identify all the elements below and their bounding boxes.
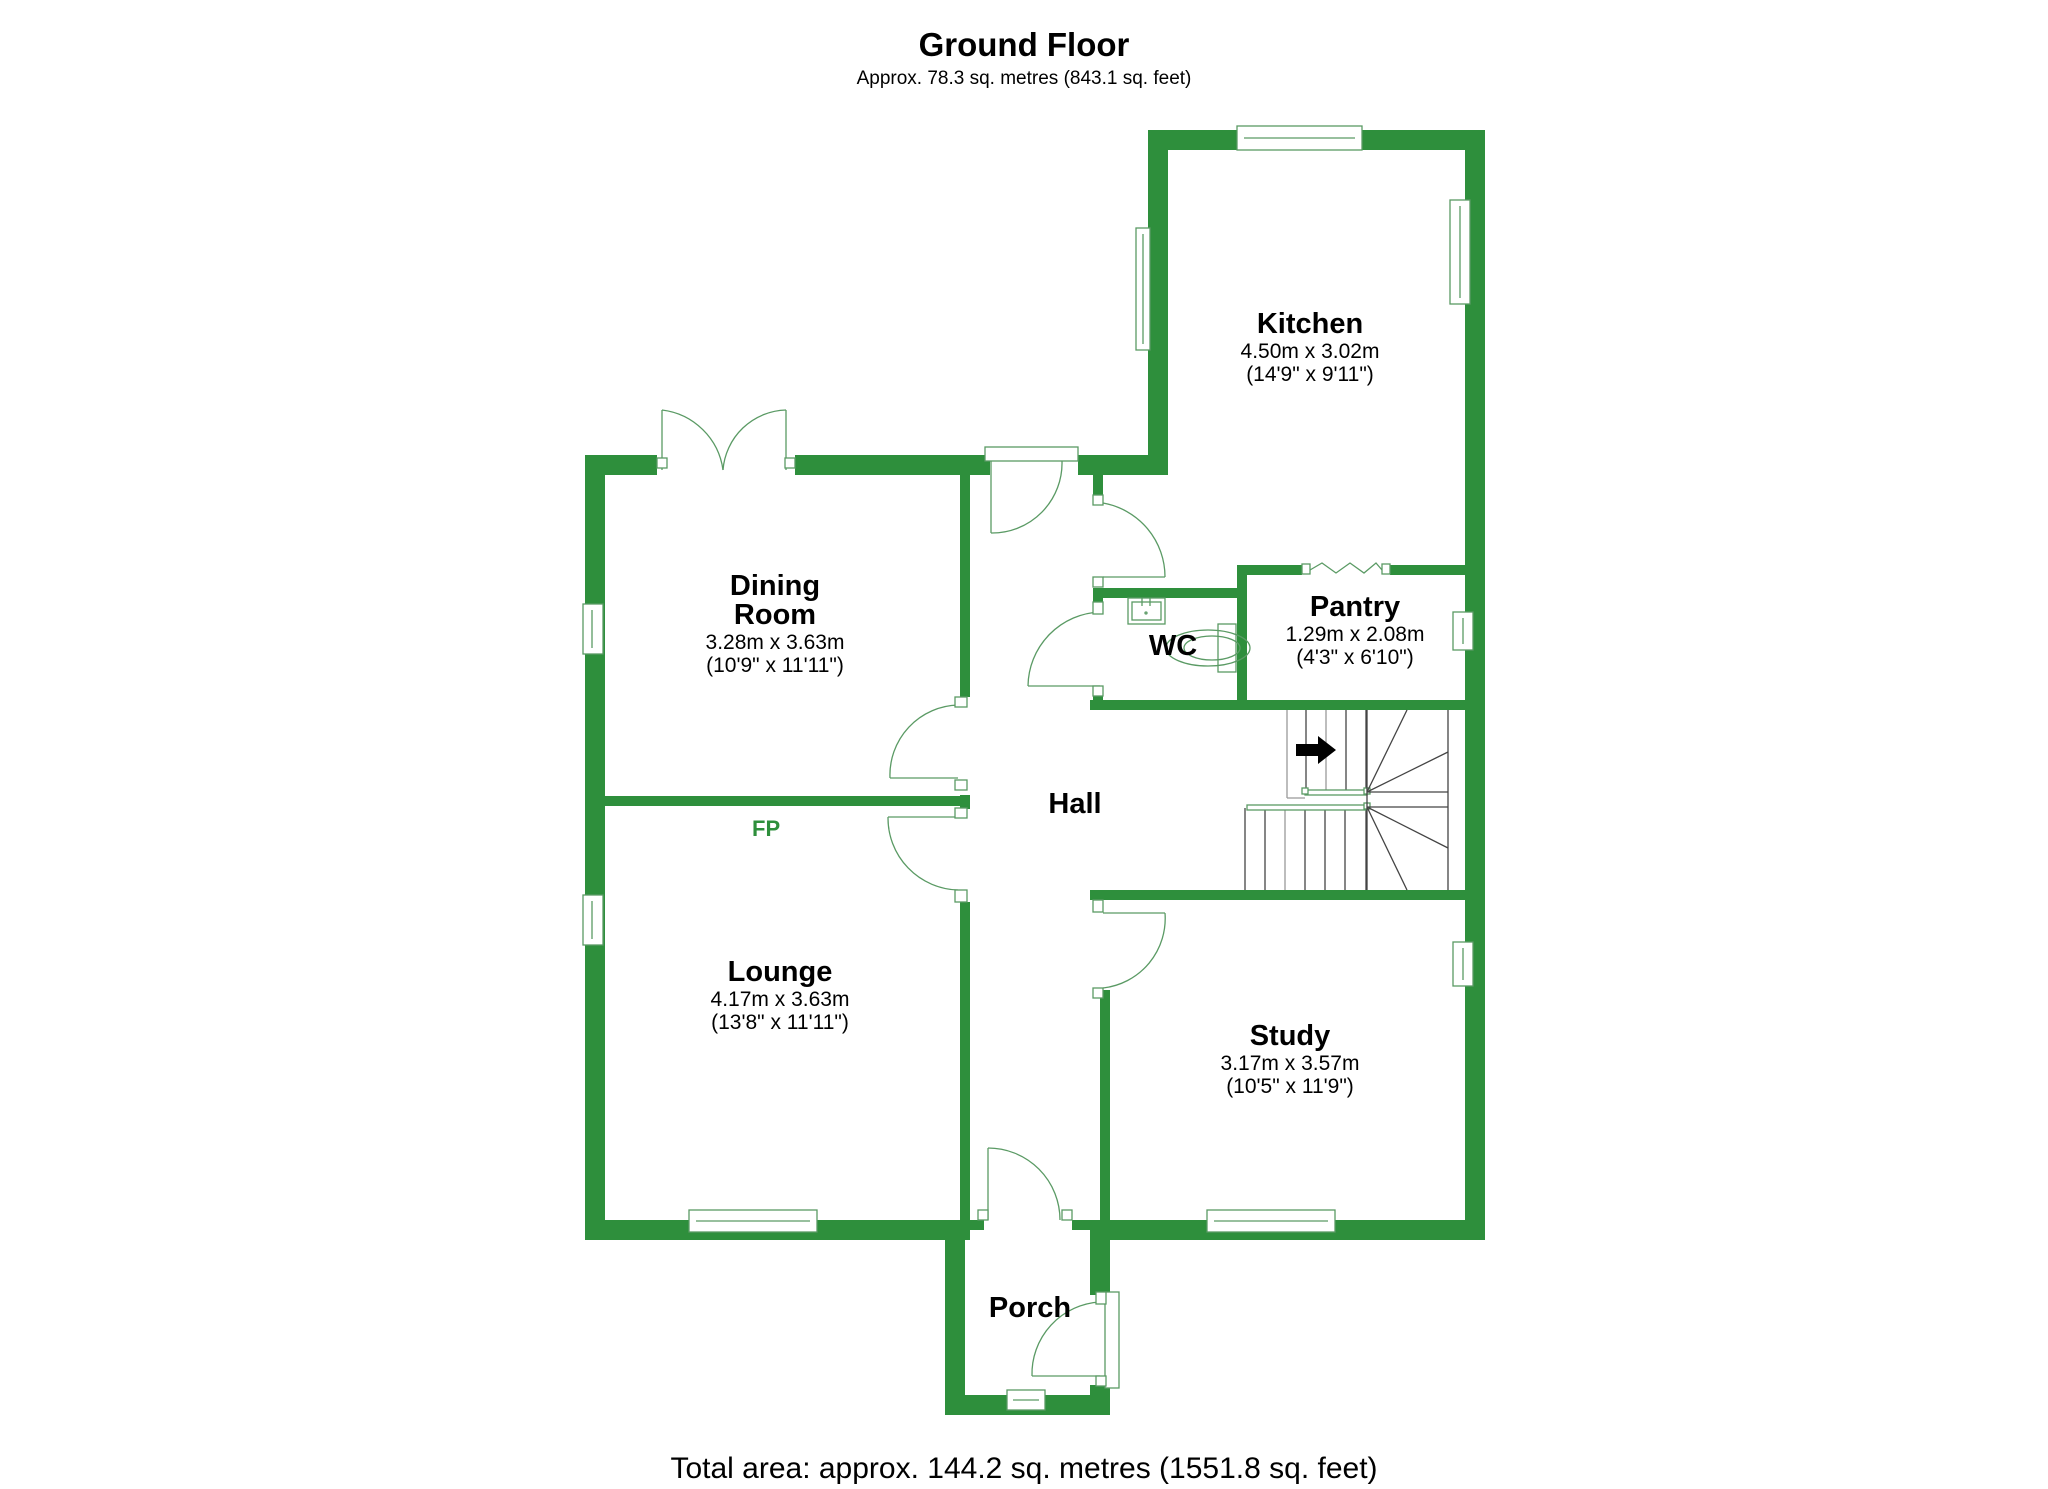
floor-area-subtitle: Approx. 78.3 sq. metres (843.1 sq. feet) (856, 68, 1192, 89)
room-name: WC (1148, 630, 1198, 662)
door-kitchen (1092, 494, 1166, 588)
door-lounge (887, 807, 968, 903)
window-lounge-left (582, 894, 604, 946)
room-study: Study 3.17m x 3.57m (10'5" x 11'9") (1185, 1020, 1395, 1098)
room-lounge: Lounge 4.17m x 3.63m (13'8" x 11'11") (675, 956, 885, 1034)
room-name: Hall (1048, 788, 1102, 820)
room-dimensions-imperial: (13'8" x 11'11") (711, 1011, 849, 1034)
door-pantry-bifold (1301, 562, 1391, 575)
room-name: Study (1249, 1020, 1331, 1052)
fireplace-label: FP (752, 816, 781, 841)
handrail-lower (1246, 804, 1368, 811)
basin-icon (1127, 597, 1166, 625)
wc-fixtures (1127, 597, 1251, 673)
room-name-line1: Dining (729, 570, 821, 602)
staircase (1244, 709, 1449, 891)
room-name: Lounge (727, 956, 833, 988)
room-name: Kitchen (1256, 308, 1364, 340)
room-dimensions-imperial: (10'9" x 11'11") (706, 654, 844, 677)
handrail-upper (1304, 789, 1368, 796)
room-dimensions-imperial: (14'9" x 9'11") (1246, 363, 1374, 386)
window-porch-side (1104, 1291, 1120, 1389)
room-dimensions-imperial: (4'3" x 6'10") (1296, 646, 1414, 669)
room-dimensions-metric: 3.17m x 3.57m (1220, 1052, 1360, 1075)
room-dining: Dining Room 3.28m x 3.63m (10'9" x 11'11… (670, 570, 880, 677)
door-hall-rear (984, 446, 1079, 534)
toilet-bowl-icon (1165, 629, 1251, 667)
toilet-cistern-icon (1217, 623, 1237, 673)
room-dimensions-imperial: (10'5" x 11'9") (1226, 1075, 1354, 1098)
room-hall: Hall (1030, 790, 1120, 819)
door-porch-front (1031, 1291, 1107, 1387)
room-porch: Porch (975, 1294, 1085, 1323)
room-dimensions-metric: 1.29m x 2.08m (1285, 623, 1425, 646)
room-wc: WC (1138, 632, 1208, 661)
room-kitchen: Kitchen 4.50m x 3.02m (14'9" x 9'11") (1205, 308, 1415, 386)
windows (582, 125, 1474, 1411)
window-dining-left (582, 603, 604, 655)
doors (656, 409, 1391, 1387)
room-dimensions-metric: 4.17m x 3.63m (710, 988, 850, 1011)
total-area: Total area: approx. 144.2 sq. metres (15… (670, 1452, 1378, 1485)
room-pantry: Pantry 1.29m x 2.08m (4'3" x 6'10") (1250, 591, 1460, 669)
room-name: Porch (988, 1292, 1072, 1324)
door-study (1092, 899, 1166, 999)
door-dining-french (656, 409, 796, 471)
door-wc (1027, 601, 1104, 697)
door-porch-inner (977, 1147, 1073, 1221)
door-dining (889, 696, 968, 791)
room-dimensions-metric: 3.28m x 3.63m (705, 631, 845, 654)
room-dimensions-metric: 4.50m x 3.02m (1240, 340, 1380, 363)
floor-title: Ground Floor (918, 26, 1130, 63)
room-name: Pantry (1309, 591, 1401, 623)
arrow-right-icon (1296, 736, 1336, 764)
room-name-line2: Room (733, 599, 817, 631)
